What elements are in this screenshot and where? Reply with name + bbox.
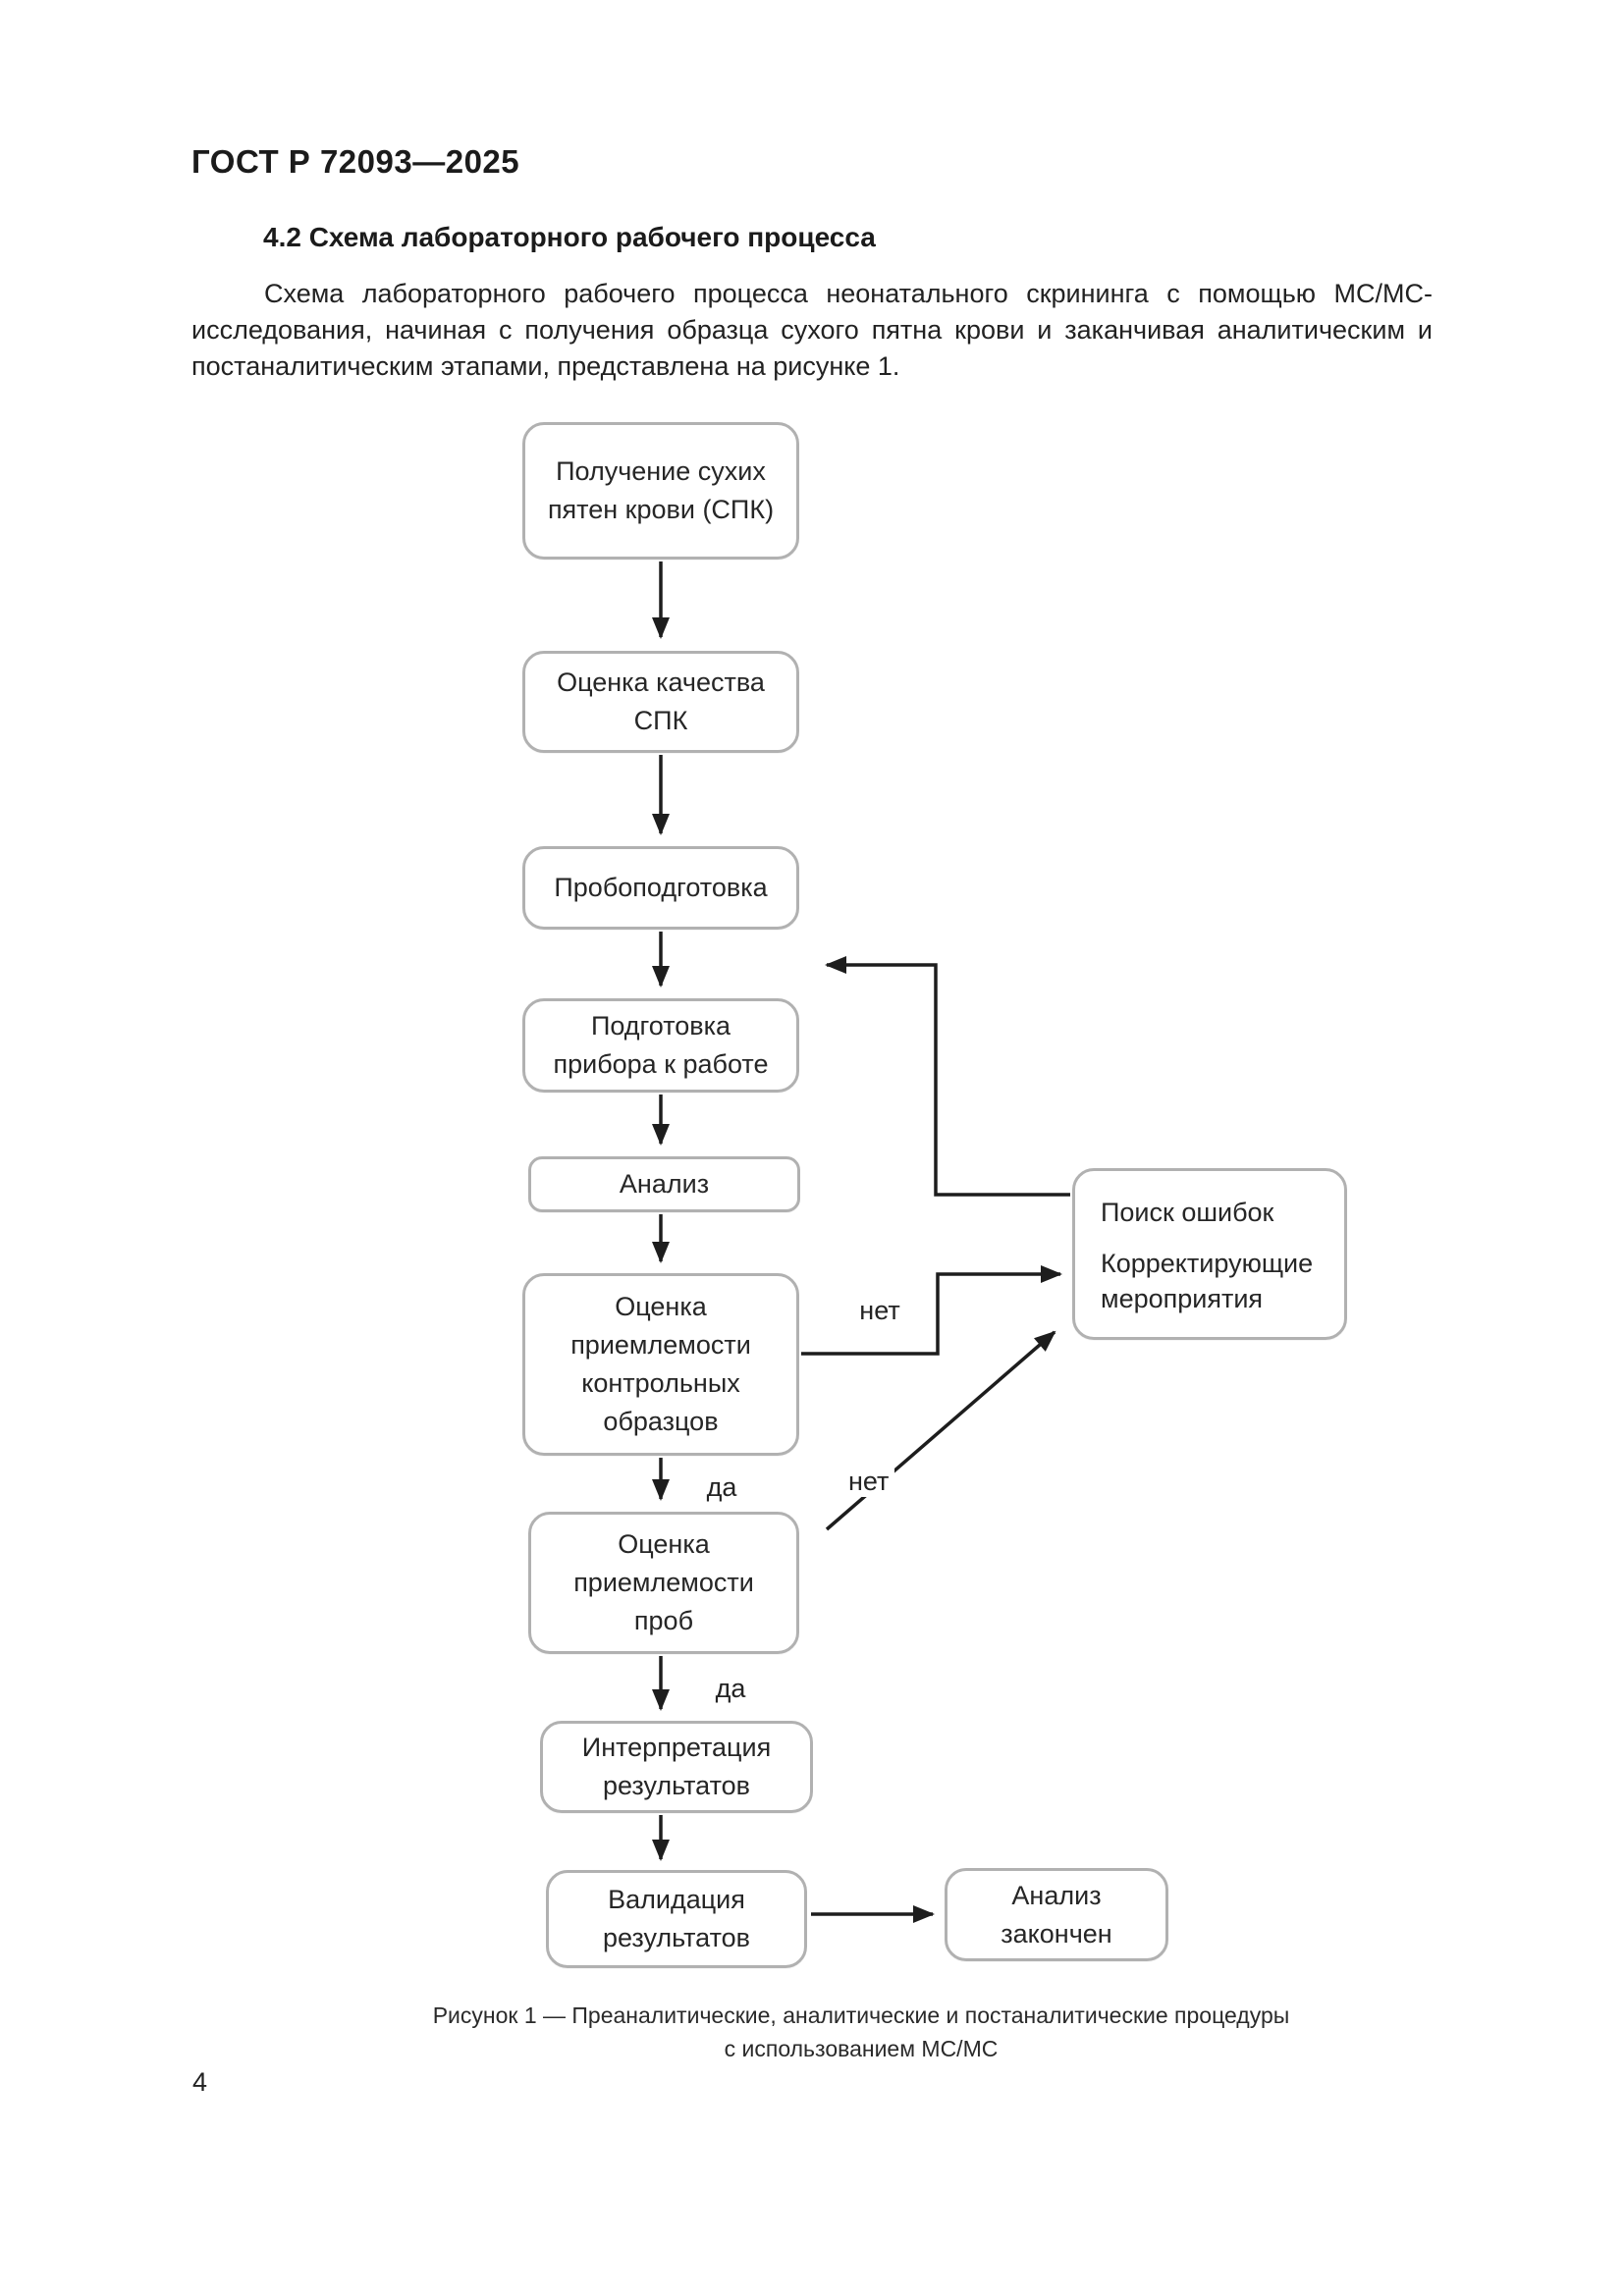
standard-code: ГОСТ Р 72093—2025 xyxy=(191,143,520,180)
flow-box-interpretation: Интерпретация результатов xyxy=(540,1721,813,1813)
page-number: 4 xyxy=(192,2067,208,2097)
label-yes-top: да xyxy=(706,1472,737,1502)
arrow-correction-feedback xyxy=(825,956,1070,1197)
arrow-sample-no-to-correction xyxy=(825,1330,1056,1531)
label-no-top: нет xyxy=(859,1296,900,1325)
section-heading: 4.2 Схема лабораторного рабочего процесс… xyxy=(263,222,876,252)
flow-box-error-correction: Поиск ошибок Корректирующие мероприятия xyxy=(1072,1168,1347,1340)
label-no-bottom: нет xyxy=(842,1467,895,1497)
body-paragraph: Схема лабораторного рабочего процесса не… xyxy=(191,279,1433,381)
error-box-line2: Корректирующие мероприятия xyxy=(1101,1249,1314,1313)
flow-box-validation: Валидация результатов xyxy=(546,1870,807,1968)
figure-caption: Рисунок 1 — Преаналитические, аналитичес… xyxy=(432,2002,1290,2061)
flow-box-dbs-quality: Оценка качества СПК xyxy=(522,651,799,753)
flow-box-instrument-prep: Подготовка прибора к работе xyxy=(522,998,799,1093)
flow-box-qc-acceptance: Оценка приемлемости контрольных образцов xyxy=(522,1273,799,1456)
flow-box-sample-acceptance: Оценка приемлемости проб xyxy=(528,1512,799,1654)
error-box-line1: Поиск ошибок xyxy=(1101,1198,1274,1227)
label-yes-bottom: да xyxy=(715,1674,746,1703)
flow-box-collect-dbs: Получение сухих пятен крови (СПК) xyxy=(522,422,799,560)
flow-box-sample-prep: Пробоподготовка xyxy=(522,846,799,930)
flow-box-analysis-complete: Анализ закончен xyxy=(945,1868,1168,1961)
flow-box-analysis: Анализ xyxy=(528,1156,800,1212)
